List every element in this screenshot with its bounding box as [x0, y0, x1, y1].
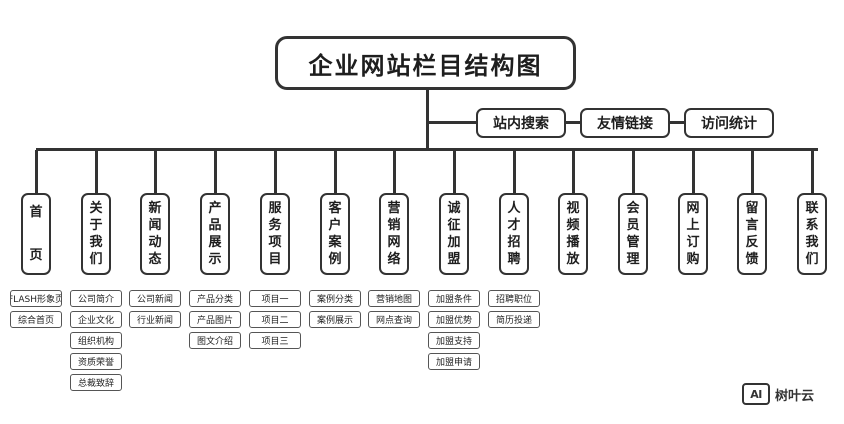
category-label: 诚征加盟	[447, 201, 461, 267]
sub-item: 案例分类	[309, 290, 361, 307]
category-connector-line	[334, 150, 337, 193]
sub-item: FLASH形象页	[10, 290, 62, 307]
sub-item: 加盟申请	[428, 353, 480, 370]
watermark-logo: AI 树叶云	[742, 380, 838, 408]
title-stem-line	[426, 88, 429, 148]
sub-item: 公司简介	[70, 290, 122, 307]
category-connector-line	[274, 150, 277, 193]
sub-item: 项目三	[249, 332, 301, 349]
category-node: 客户案例	[320, 193, 350, 275]
category-node: 服务项目	[260, 193, 290, 275]
side-node-site-search: 站内搜索	[476, 108, 566, 138]
diagram-title-node: 企业网站栏目结构图	[275, 36, 576, 90]
diagram-title: 企业网站栏目结构图	[308, 51, 543, 80]
category-connector-line	[811, 150, 814, 193]
category-node: 首页	[21, 193, 51, 275]
side-node-label: 友情链接	[597, 116, 653, 132]
category-label: 关于我们	[89, 201, 103, 267]
category-connector-line	[572, 150, 575, 193]
sub-item: 简历投递	[488, 311, 540, 328]
category-label: 营销网络	[387, 201, 401, 267]
main-horizontal-line	[36, 148, 818, 151]
category-label: 新闻动态	[148, 201, 162, 267]
sub-item: 资质荣誉	[70, 353, 122, 370]
sub-item: 组织机构	[70, 332, 122, 349]
category-node: 视频播放	[558, 193, 588, 275]
category-connector-line	[154, 150, 157, 193]
sub-item: 项目二	[249, 311, 301, 328]
sub-item: 图文介绍	[189, 332, 241, 349]
category-node: 联系我们	[797, 193, 827, 275]
category-label: 人才招聘	[507, 201, 521, 267]
category-node: 诚征加盟	[439, 193, 469, 275]
side-node-friend-links: 友情链接	[580, 108, 670, 138]
category-label: 联系我们	[805, 201, 819, 267]
watermark-text: 树叶云	[775, 388, 815, 404]
sub-item: 企业文化	[70, 311, 122, 328]
sub-item: 产品分类	[189, 290, 241, 307]
category-connector-line	[692, 150, 695, 193]
side-node-label: 站内搜索	[493, 116, 549, 132]
category-label: 网上订购	[686, 201, 700, 267]
category-node: 人才招聘	[499, 193, 529, 275]
category-connector-line	[35, 150, 38, 193]
category-connector-line	[393, 150, 396, 193]
sub-item: 加盟支持	[428, 332, 480, 349]
side-node-visit-stats: 访问统计	[684, 108, 774, 138]
category-label: 视频播放	[566, 201, 580, 267]
category-node: 新闻动态	[140, 193, 170, 275]
sub-item: 网点查询	[368, 311, 420, 328]
category-node: 关于我们	[81, 193, 111, 275]
category-node: 会员管理	[618, 193, 648, 275]
category-connector-line	[214, 150, 217, 193]
sub-item: 公司新闻	[129, 290, 181, 307]
category-label: 首页	[29, 205, 43, 263]
category-label: 服务项目	[268, 201, 282, 267]
category-node: 营销网络	[379, 193, 409, 275]
category-connector-line	[95, 150, 98, 193]
sub-item: 项目一	[249, 290, 301, 307]
category-label: 产品展示	[208, 201, 222, 267]
category-label: 客户案例	[328, 201, 342, 267]
category-connector-line	[751, 150, 754, 193]
sub-item: 招聘职位	[488, 290, 540, 307]
category-label: 留言反馈	[745, 201, 759, 267]
side-node-label: 访问统计	[701, 116, 757, 132]
category-connector-line	[453, 150, 456, 193]
category-node: 产品展示	[200, 193, 230, 275]
sub-item: 总裁致辞	[70, 374, 122, 391]
sub-item: 综合首页	[10, 311, 62, 328]
category-label: 会员管理	[626, 201, 640, 267]
category-node: 网上订购	[678, 193, 708, 275]
sub-item: 行业新闻	[129, 311, 181, 328]
sub-item: 加盟条件	[428, 290, 480, 307]
sub-item: 营销地图	[368, 290, 420, 307]
category-node: 留言反馈	[737, 193, 767, 275]
category-connector-line	[513, 150, 516, 193]
sub-item: 案例展示	[309, 311, 361, 328]
sub-item: 加盟优势	[428, 311, 480, 328]
sub-item: 产品图片	[189, 311, 241, 328]
ai-logo-icon: AI	[742, 383, 770, 405]
category-connector-line	[632, 150, 635, 193]
